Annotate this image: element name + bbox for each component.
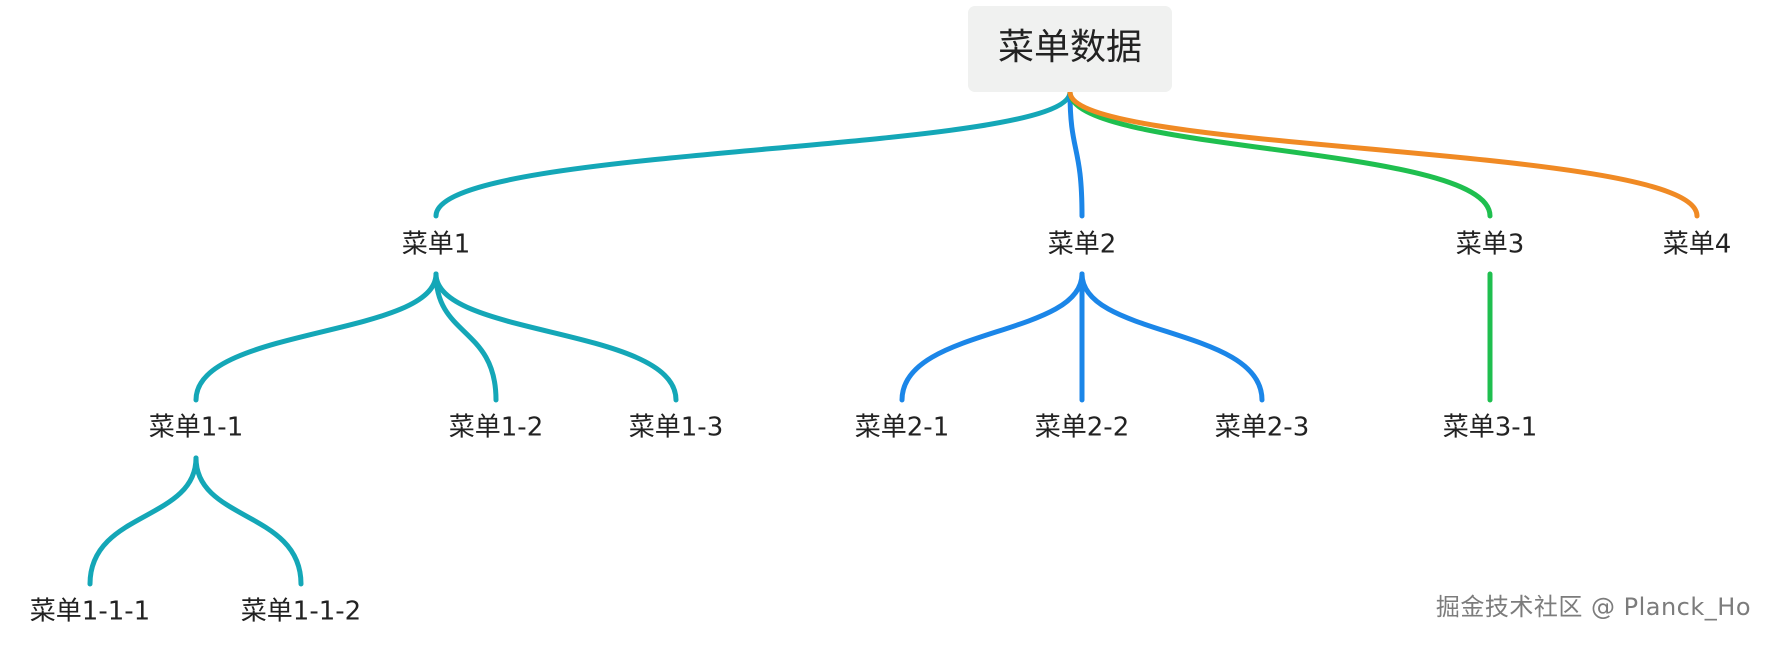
edge-b1-to-b1c3 [433, 271, 679, 403]
edge-root-to-b1 [433, 89, 1073, 219]
watermark-text: 掘金技术社区 @ Planck_Ho [1435, 593, 1751, 621]
node-b1c2: 菜单1-2 [449, 413, 543, 443]
edge-b2-to-b2c3 [1079, 271, 1265, 403]
connector-lines [87, 89, 1700, 587]
node-b1c1g2: 菜单1-1-2 [241, 597, 361, 627]
edge-root-to-b4 [1067, 89, 1700, 219]
node-b3c1: 菜单3-1 [1443, 413, 1537, 443]
node-b3: 菜单3 [1456, 230, 1525, 260]
edge-root-to-b2 [1067, 89, 1085, 219]
edge-b1-to-b1c1 [193, 271, 439, 403]
node-b4: 菜单4 [1663, 230, 1732, 260]
root-node-label: 菜单数据 [998, 27, 1142, 68]
node-b2c2: 菜单2-2 [1035, 413, 1129, 443]
edge-b1-to-b1c2 [433, 271, 499, 403]
node-b1c1: 菜单1-1 [149, 413, 243, 443]
node-b2c3: 菜单2-3 [1215, 413, 1309, 443]
edge-root-to-b3 [1067, 89, 1493, 219]
node-b1c3: 菜单1-3 [629, 413, 723, 443]
node-b2c1: 菜单2-1 [855, 413, 949, 443]
edge-b1c1-to-b1c1g2 [193, 455, 304, 587]
node-b1: 菜单1 [402, 230, 471, 260]
node-b1c1g1: 菜单1-1-1 [30, 597, 150, 627]
root-node-box [968, 6, 1172, 92]
node-b2: 菜单2 [1048, 230, 1117, 260]
edge-b2-to-b2c1 [899, 271, 1085, 403]
edge-b1c1-to-b1c1g1 [87, 455, 199, 587]
